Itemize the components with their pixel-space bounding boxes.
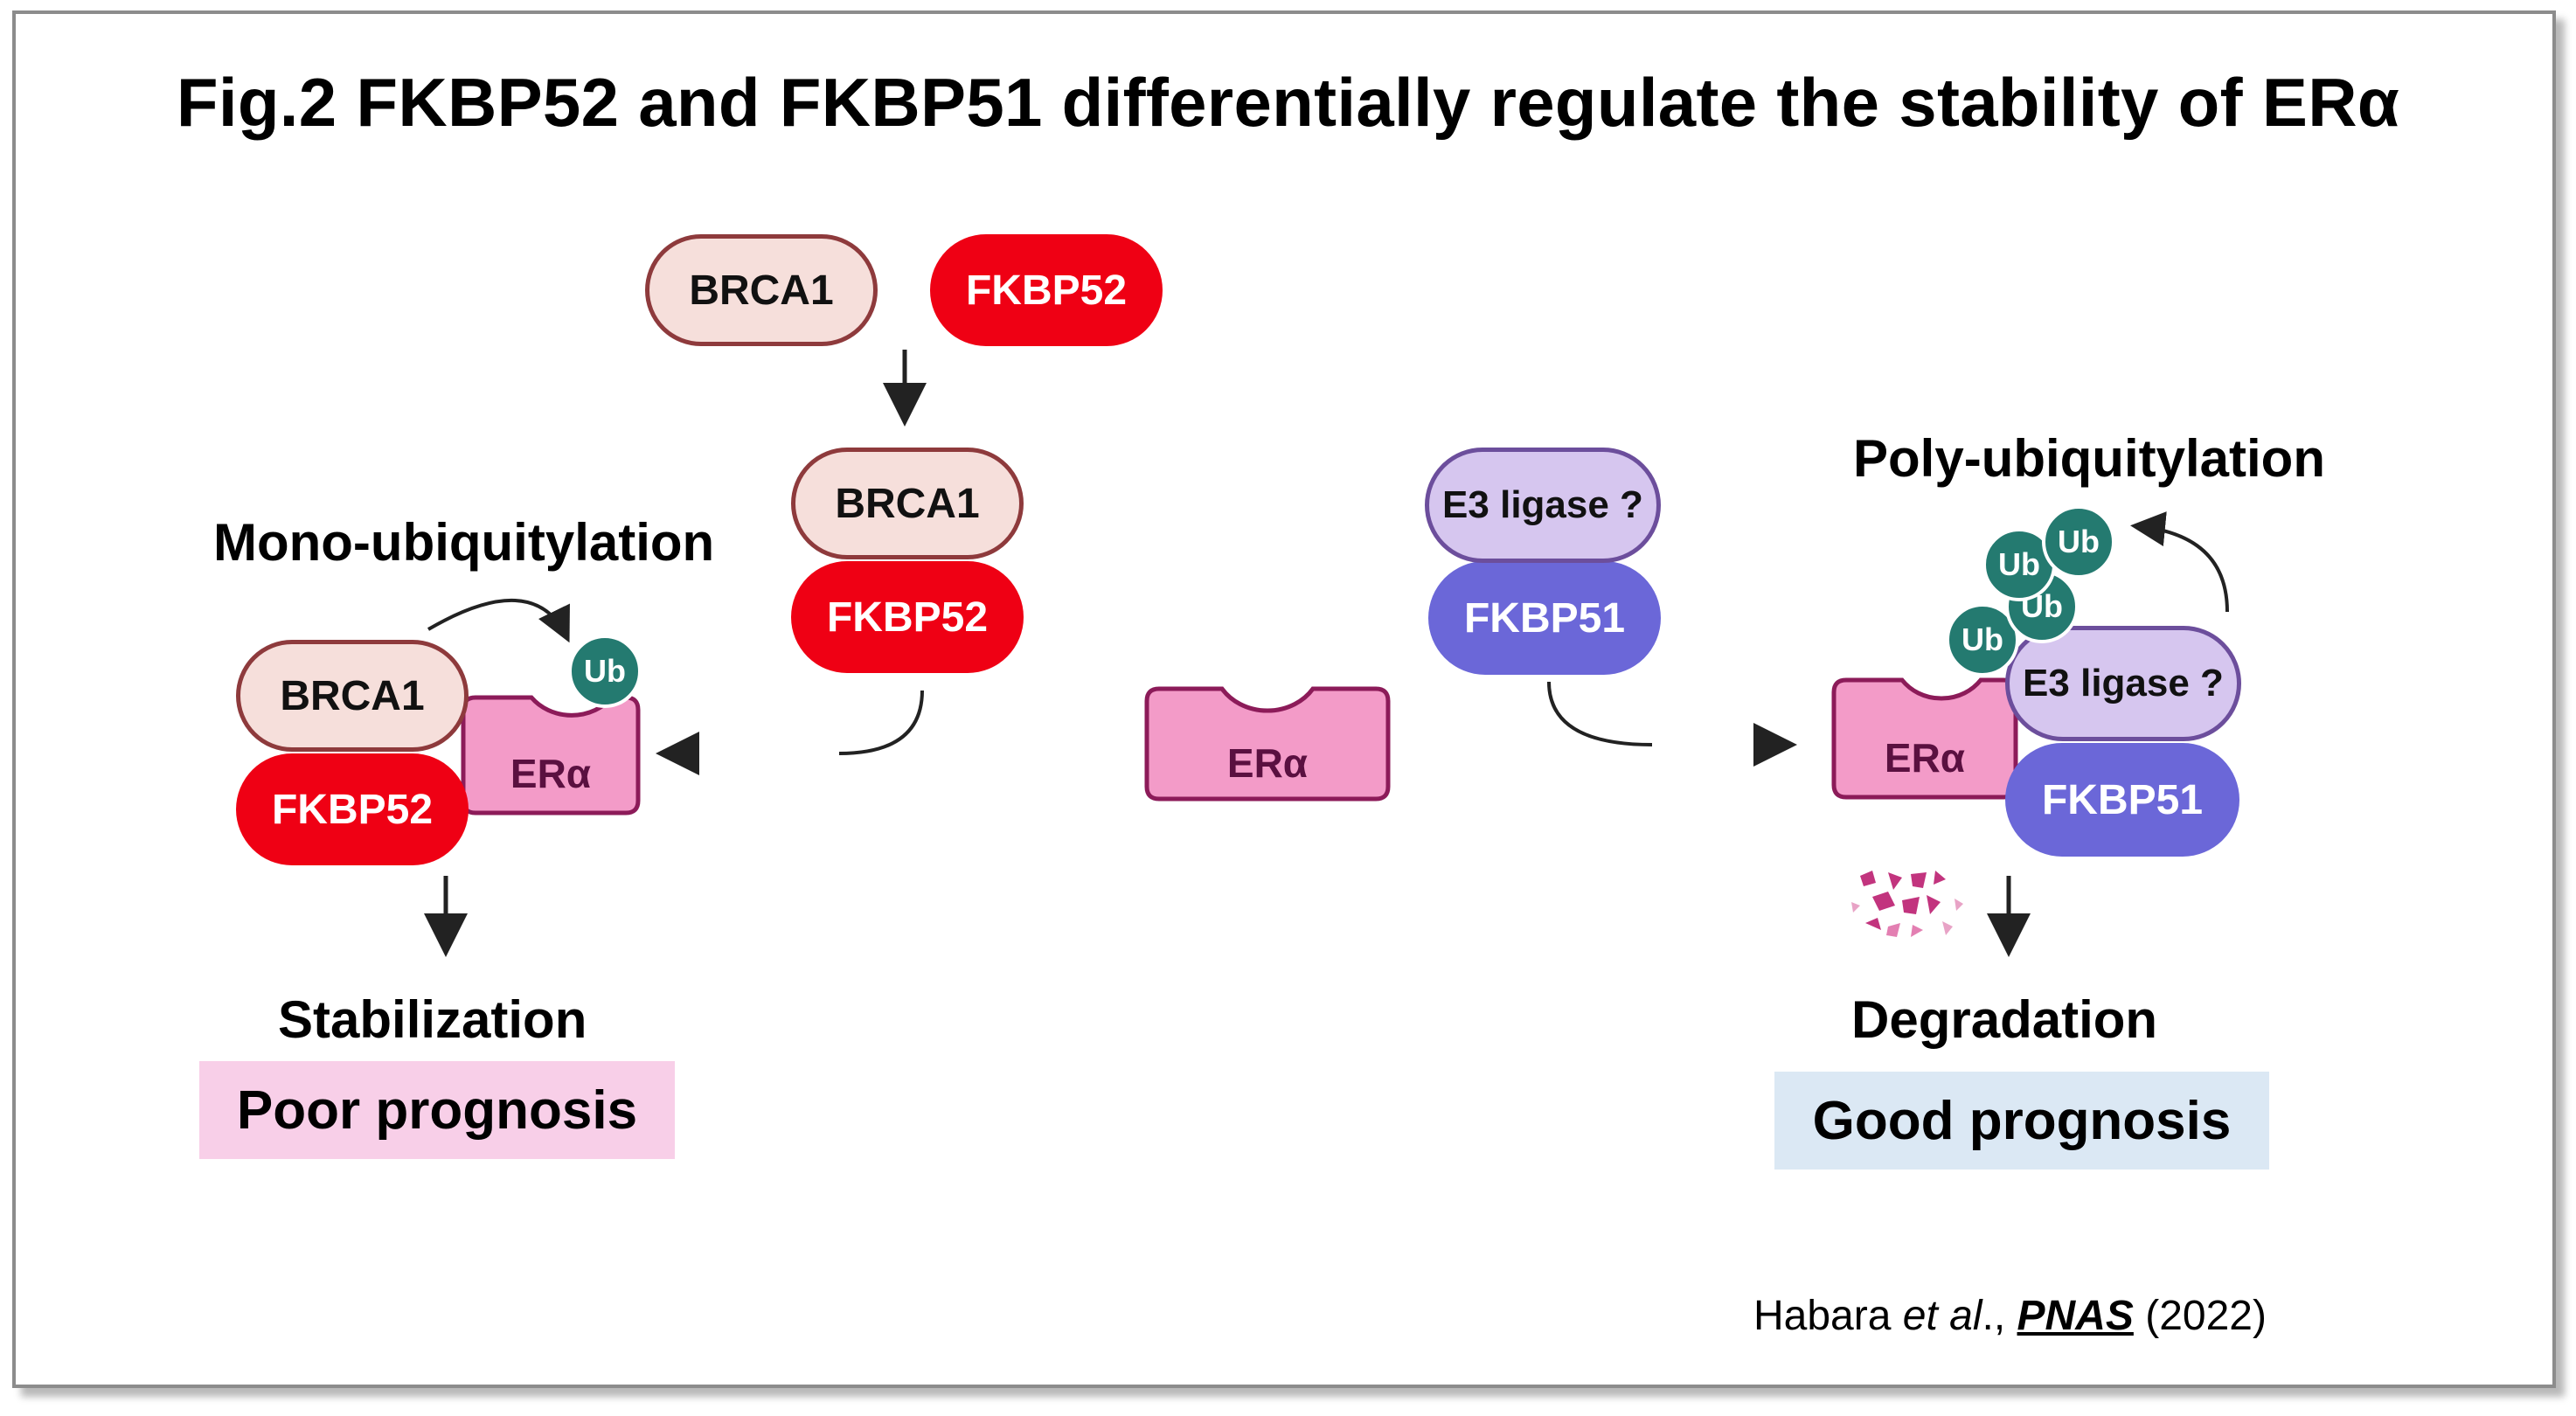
fkbp51-pill-right: FKBP51 bbox=[2005, 743, 2239, 857]
mono-ub-arrow bbox=[427, 598, 570, 643]
brca1-pill-center: BRCA1 bbox=[791, 448, 1024, 559]
citation: Habara et al., PNAS (2022) bbox=[1753, 1292, 2267, 1340]
figure-title: Fig.2 FKBP52 and FKBP51 differentially r… bbox=[176, 64, 2400, 141]
era-shape-left bbox=[461, 695, 641, 816]
ub-circle-chain-3: Ub bbox=[1982, 528, 2056, 601]
ub-circle-chain-4: Ub bbox=[2042, 505, 2115, 579]
curve-fkbp51 bbox=[1547, 681, 1653, 746]
citation-sep: ., bbox=[1982, 1293, 2017, 1339]
era-shape-center bbox=[1144, 686, 1391, 802]
citation-etal: et al bbox=[1902, 1293, 1982, 1339]
fkbp52-pill-center: FKBP52 bbox=[791, 561, 1024, 673]
e3-ligase-pill-right: E3 ligase ? bbox=[2005, 626, 2241, 741]
fkbp52-pill-left: FKBP52 bbox=[236, 753, 469, 865]
stabilization-label: Stabilization bbox=[278, 990, 587, 1049]
degradation-label: Degradation bbox=[1851, 990, 2158, 1049]
fkbp51-pill-center: FKBP51 bbox=[1428, 561, 1661, 675]
mono-ubiquitylation-label: Mono-ubiquitylation bbox=[213, 513, 715, 572]
era-label-center: ERα bbox=[1226, 740, 1309, 786]
ub-circle-left: Ub bbox=[568, 635, 642, 708]
ub-circle-chain-2: Ub bbox=[2005, 570, 2079, 643]
good-prognosis-box: Good prognosis bbox=[1774, 1072, 2269, 1170]
curve-fkbp52 bbox=[838, 690, 924, 755]
degradation-fragments bbox=[1851, 871, 1963, 937]
brca1-pill-top: BRCA1 bbox=[645, 234, 878, 346]
brca1-pill-left: BRCA1 bbox=[236, 640, 469, 752]
era-label-left: ERα bbox=[510, 751, 592, 796]
fkbp52-pill-top: FKBP52 bbox=[930, 234, 1163, 346]
era-label-right: ERα bbox=[1884, 735, 1966, 781]
citation-journal[interactable]: PNAS bbox=[2017, 1293, 2134, 1339]
poly-ub-arrow bbox=[2130, 511, 2229, 613]
e3-ligase-pill-center: E3 ligase ? bbox=[1425, 448, 1661, 563]
citation-year: (2022) bbox=[2133, 1293, 2267, 1339]
citation-author: Habara bbox=[1753, 1293, 1903, 1339]
poor-prognosis-box: Poor prognosis bbox=[199, 1061, 675, 1159]
poly-ubiquitylation-label: Poly-ubiquitylation bbox=[1853, 429, 2325, 488]
